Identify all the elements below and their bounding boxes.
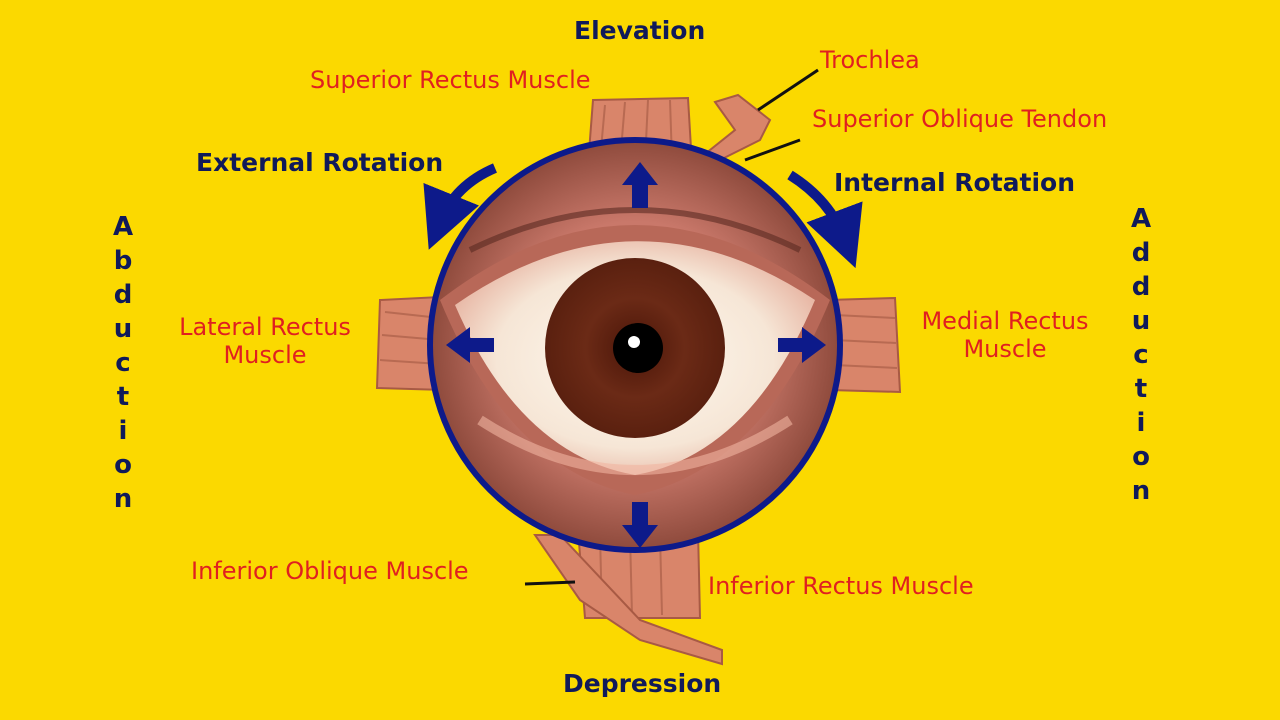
- inferior-rectus-label: Inferior Rectus Muscle: [708, 572, 974, 600]
- depression-arrow-icon: [622, 502, 658, 548]
- adduction-letter: d: [1131, 272, 1151, 302]
- inferior-oblique-leader-line: [524, 580, 576, 586]
- lateral-rectus-label-line2: Muscle: [223, 341, 307, 369]
- medial-rectus-label: Medial Rectus Muscle: [905, 307, 1105, 363]
- lateral-rectus-label: Lateral Rectus Muscle: [165, 313, 365, 369]
- abduction-letter: b: [113, 246, 133, 276]
- adduction-letter: d: [1131, 238, 1151, 268]
- superior-oblique-leader-line: [744, 138, 801, 162]
- abduction-letter: t: [116, 382, 130, 412]
- adduction-letter: A: [1130, 204, 1152, 234]
- adduction-letter: u: [1131, 306, 1151, 336]
- external-rotation-arrow-icon: [423, 163, 498, 250]
- medial-rectus-label-line1: Medial Rectus: [921, 307, 1089, 335]
- lateral-rectus-label-line1: Lateral Rectus: [179, 313, 351, 341]
- direction-arrows: [446, 162, 826, 548]
- superior-rectus-label: Superior Rectus Muscle: [310, 66, 591, 94]
- internal-rotation-label: Internal Rotation: [834, 168, 1076, 197]
- medial-rectus-label-line2: Muscle: [963, 335, 1047, 363]
- abduction-arrow-icon: [446, 327, 494, 363]
- abduction-letter: u: [113, 314, 133, 344]
- medial-rectus-muscle: [826, 296, 902, 394]
- trochlea-label: Trochlea: [820, 46, 920, 74]
- abduction-letter: c: [115, 348, 131, 378]
- external-rotation-label: External Rotation: [196, 148, 444, 177]
- pupil-highlight: [628, 336, 640, 348]
- superior-oblique-tendon: [697, 93, 772, 162]
- internal-rotation-arrow-icon: [787, 170, 863, 269]
- abduction-letter: i: [118, 416, 128, 446]
- abduction-letter: d: [113, 280, 133, 310]
- trochlea-leader-line: [757, 68, 819, 112]
- adduction-letter: t: [1134, 374, 1148, 404]
- superior-oblique-tendon-label: Superior Oblique Tendon: [812, 105, 1108, 133]
- adduction-letter: n: [1131, 476, 1151, 506]
- depression-label: Depression: [563, 669, 722, 698]
- elevation-arrow-icon: [622, 162, 658, 208]
- inferior-oblique-label: Inferior Oblique Muscle: [191, 557, 469, 585]
- pupil: [613, 323, 663, 373]
- adduction-letter: o: [1132, 442, 1150, 472]
- abduction-letter: A: [112, 212, 134, 242]
- abduction-letter: n: [113, 484, 133, 514]
- inferior-oblique-muscle: [533, 534, 723, 666]
- globe-outline: [427, 137, 843, 553]
- adduction-arrow-icon: [778, 327, 826, 363]
- lateral-rectus-muscle: [375, 295, 447, 392]
- adduction-letter: i: [1136, 408, 1146, 438]
- adduction-letter: c: [1133, 340, 1149, 370]
- abduction-letter: o: [114, 450, 132, 480]
- elevation-label: Elevation: [574, 16, 706, 45]
